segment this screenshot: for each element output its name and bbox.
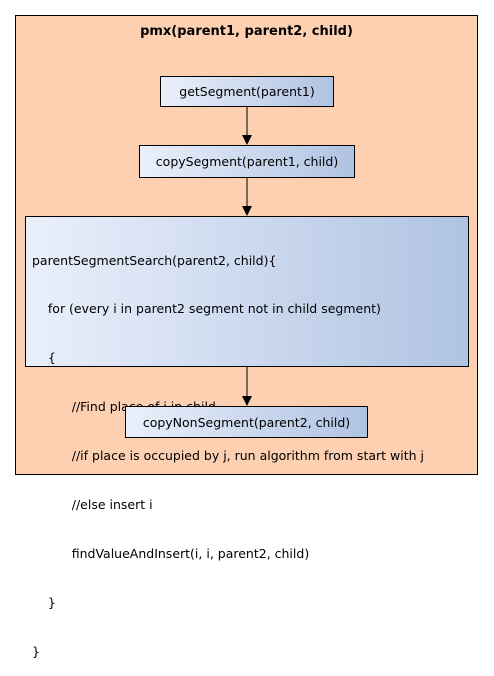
code-line: } — [32, 594, 56, 610]
diagram-title: pmx(parent1, parent2, child) — [140, 24, 353, 39]
code-line: //if place is occupied by j, run algorit… — [32, 448, 424, 464]
code-line: //else insert i — [32, 497, 153, 513]
code-line: findValueAndInsert(i, i, parent2, child) — [32, 545, 310, 561]
get-segment-node: getSegment(parent1) — [160, 76, 334, 107]
copy-segment-node: copySegment(parent1, child) — [139, 145, 355, 178]
copy-non-segment-node: copyNonSegment(parent2, child) — [125, 406, 368, 438]
flow-arrows — [242, 107, 252, 406]
code-line: for (every i in parent2 segment not in c… — [32, 301, 381, 317]
code-line: { — [32, 350, 56, 366]
code-line: parentSegmentSearch(parent2, child){ — [32, 252, 277, 268]
parent-segment-search-node: parentSegmentSearch(parent2, child){ for… — [25, 216, 469, 659]
code-line: } — [32, 643, 40, 659]
